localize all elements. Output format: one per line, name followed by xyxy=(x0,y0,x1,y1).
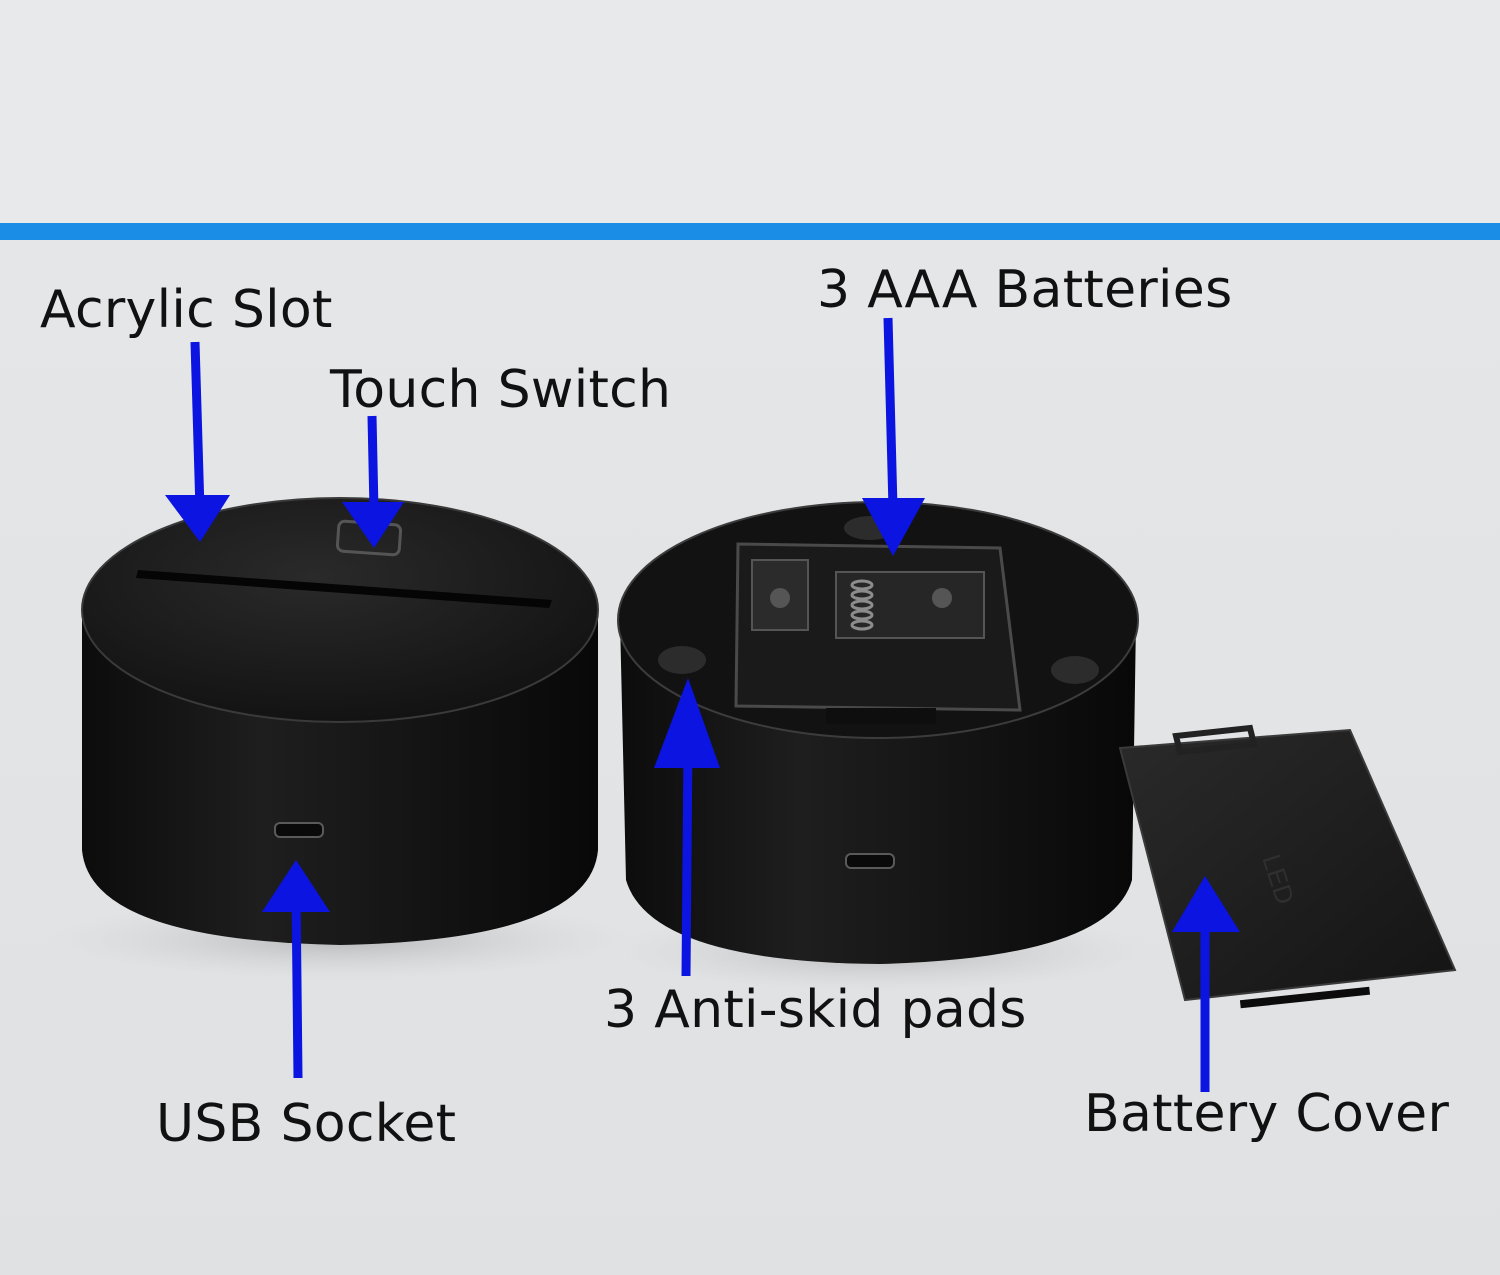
battery-cover-edge xyxy=(1239,986,1371,1009)
usb-socket-label: USB Socket xyxy=(156,1094,457,1154)
arrow-down-icon xyxy=(342,415,404,548)
usb-port xyxy=(274,822,324,838)
touch-switch-label: Touch Switch xyxy=(330,360,672,420)
left-lamp-base xyxy=(81,497,599,945)
blue-divider-bar xyxy=(0,223,1500,240)
battery-cover-clip xyxy=(1172,724,1258,756)
battery-spring xyxy=(850,579,874,631)
usb-port xyxy=(845,853,895,869)
aaa-batteries-label: 3 AAA Batteries xyxy=(817,260,1233,320)
anti-skid-pads-label: 3 Anti-skid pads xyxy=(604,980,1027,1040)
arrow-up-icon xyxy=(262,860,330,1079)
battery-terminal xyxy=(932,588,952,608)
anti-skid-pad xyxy=(1051,656,1099,684)
arrow-up-icon xyxy=(1172,876,1240,1092)
battery-contact xyxy=(835,571,985,639)
left-base-rim xyxy=(81,497,599,723)
right-lamp-base xyxy=(617,501,1139,964)
product-photo: LED xyxy=(0,240,1500,1275)
battery-terminal xyxy=(770,588,790,608)
product-scene: LED xyxy=(0,240,1500,1275)
arrow-up-icon xyxy=(654,678,720,977)
callout-arrows xyxy=(165,317,1240,1092)
battery-cover-label: Battery Cover xyxy=(1084,1084,1450,1144)
top-band xyxy=(0,0,1500,223)
anti-skid-pad xyxy=(658,646,706,674)
arrow-down-icon xyxy=(165,341,230,542)
acrylic-slot-label: Acrylic Slot xyxy=(40,280,333,340)
cover-latch-slot xyxy=(826,708,936,724)
left-base-top xyxy=(82,498,598,722)
arrow-down-icon xyxy=(862,317,925,556)
acrylic-slot xyxy=(136,570,552,608)
